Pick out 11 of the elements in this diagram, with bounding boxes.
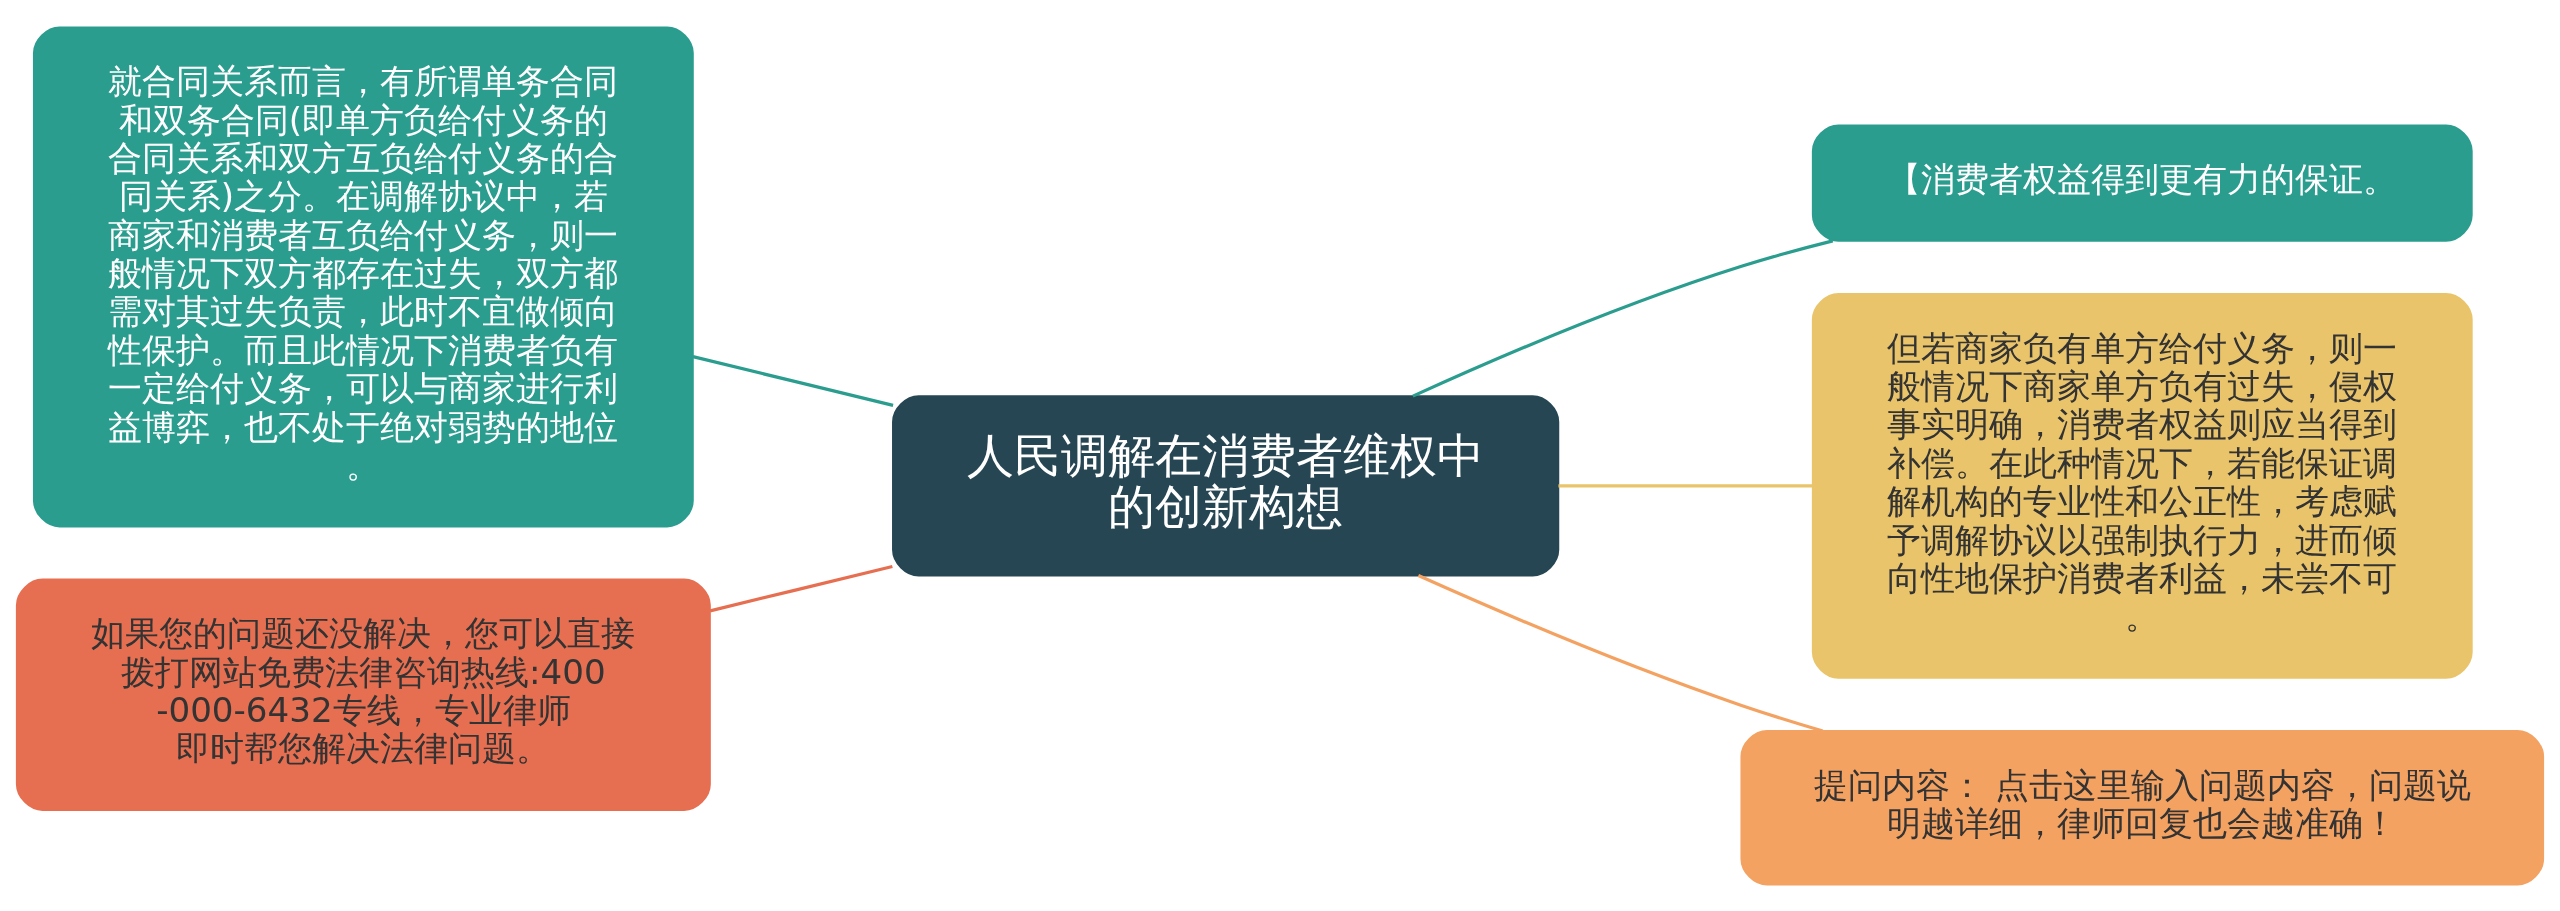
connector <box>1417 573 1824 733</box>
node-box: 【消费者权益得到更有力的保证。 <box>1811 124 2473 242</box>
node-box: 人民调解在消费者维权中的创新构想 <box>892 394 1560 576</box>
connector <box>709 564 893 612</box>
connector <box>1412 238 1834 398</box>
node-box: 就合同关系而言，有所谓单务合同和双务合同(即单方负给付义务的合同关系和双方互负给付义务的合同关系)之分。在调解协议中，若商家和消费者互负给付义务，则一般情况下双方都存在过失，双方都需对其过失负责，此时不宜做倾向性保护。而且此情况下消费者负有一定给付义务，可以与商家进行利益博弈，也不处于绝对弱势的地位。 <box>32 25 694 527</box>
node-box: 提问内容： 点击这里输入问题内容，问题说明越详细，律师回复也会越准确！ <box>1740 729 2545 886</box>
node-box: 如果您的问题还没解决，您可以直接拨打网站免费法律咨询热线:400-000-6432专线，专业律师即时帮您解决法律问题。 <box>15 578 711 811</box>
connector <box>1558 483 1813 487</box>
node-box: 但若商家负有单方给付义务，则一般情况下商家单方负有过失，侵权事实明确，消费者权益则应当得到补偿。在此种情况下，若能保证调解机构的专业性和公正性，考虑赋予调解协议以强制执行力，进而倾向性地保护消费者利益，未尝不可。 <box>1811 292 2473 679</box>
connector <box>692 354 894 407</box>
